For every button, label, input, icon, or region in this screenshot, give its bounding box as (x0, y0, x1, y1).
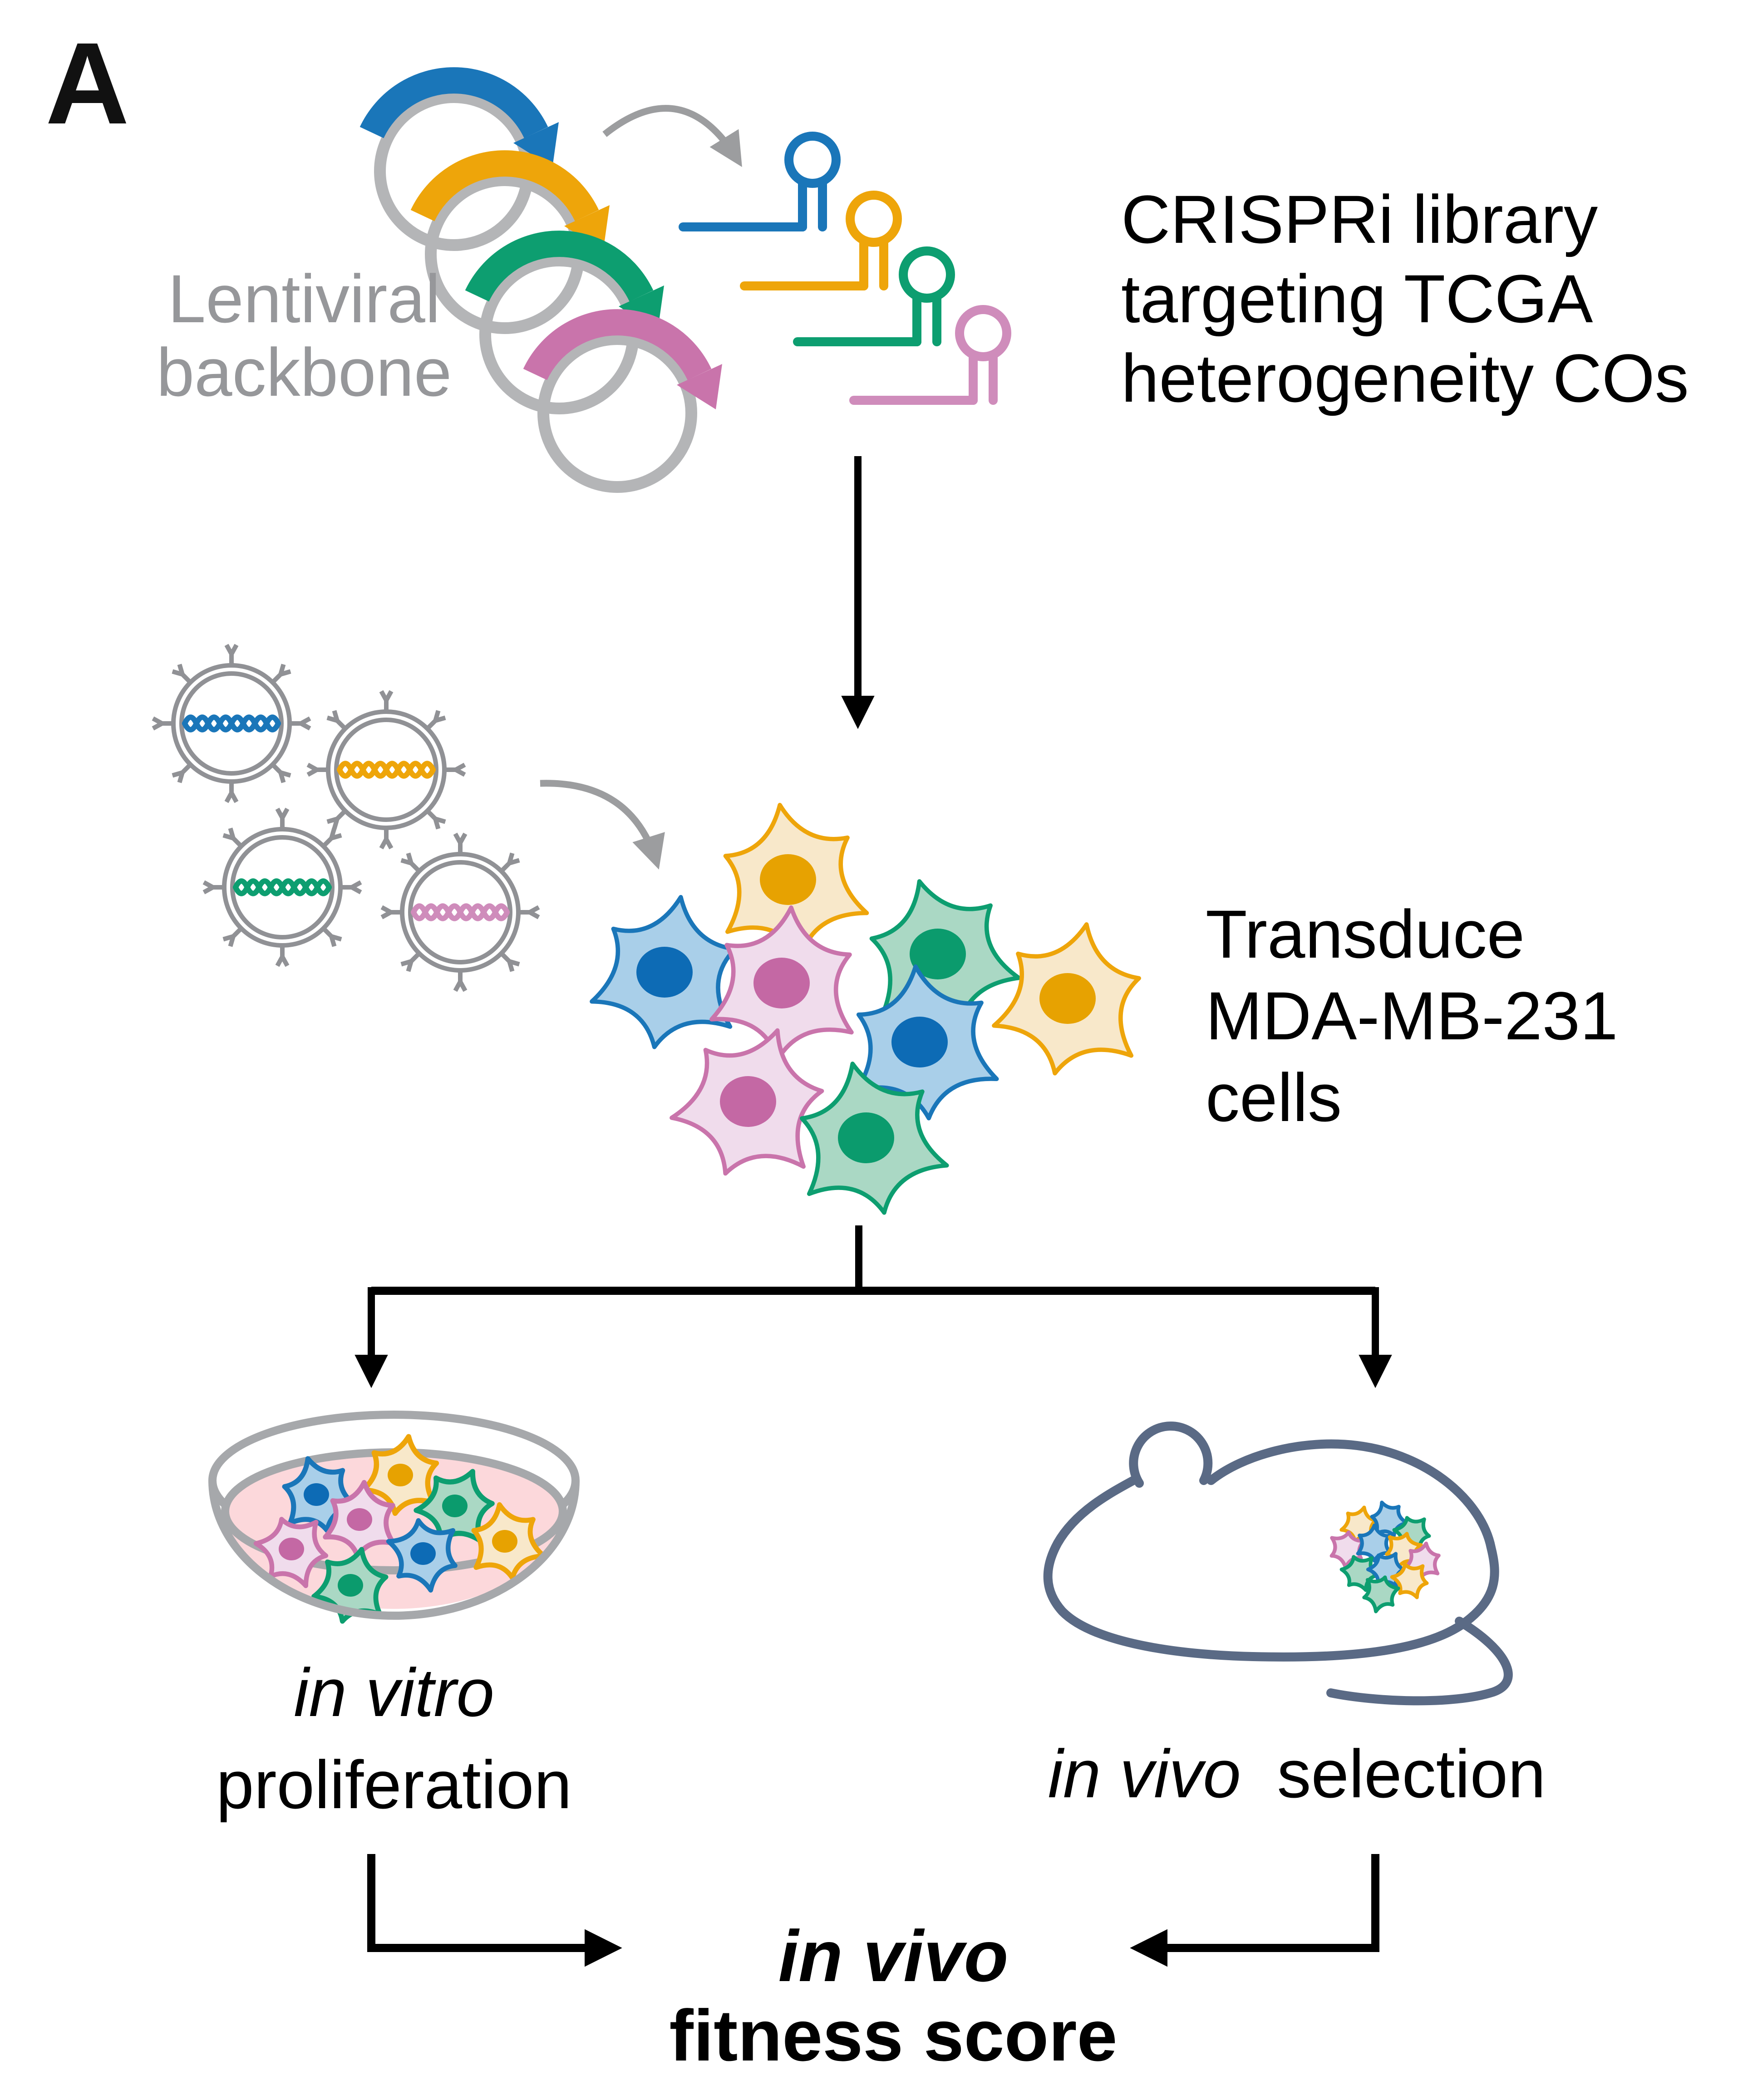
sgrna-hairpin-green-icon (798, 251, 950, 342)
in-vivo-selection-label: in vivo selection (1048, 1736, 1546, 1812)
nucleus-icon (760, 854, 816, 905)
nucleus-icon (720, 1076, 776, 1127)
lentivirus-pool-icon (153, 645, 539, 991)
in-vitro-label: in vitro (294, 1654, 494, 1731)
crispri-library-label: CRISPRi library (1121, 181, 1598, 257)
lentivirus-pink-icon (382, 834, 539, 991)
fitness-score-label: fitness score (669, 1995, 1117, 2076)
lentivirus-green-icon (204, 809, 361, 966)
in-vitro-label: proliferation (216, 1746, 572, 1823)
petri-dish-icon (208, 1411, 580, 1630)
crispri-library-label: targeting TCGA (1121, 261, 1593, 337)
arrow-merge-left (367, 1854, 622, 1967)
nucleus-icon (636, 947, 693, 998)
lentiviral-backbone-label: Lentiviral (168, 261, 440, 337)
arrow-cloning-curved-icon (602, 105, 742, 167)
lentiviral-backbone-label: backbone (157, 334, 452, 410)
nucleus-icon (891, 1017, 948, 1067)
nucleus-icon (1039, 973, 1096, 1024)
sgrna-hairpins-icon (683, 136, 1007, 400)
plasmid-library-icon (372, 80, 722, 493)
sgrna-hairpin-pink-icon (854, 310, 1007, 400)
petri-cells-icon (246, 1431, 547, 1630)
plasmid-circle-icon (537, 333, 697, 493)
sgrna-hairpin-blue-icon (683, 136, 836, 227)
lentivirus-orange-icon (308, 691, 465, 848)
fitness-score-label: in vivo (778, 1915, 1009, 1997)
panel-label: A (45, 19, 129, 148)
transduce-label: cells (1206, 1059, 1342, 1136)
nucleus-icon (910, 929, 966, 979)
transduce-label: MDA-MB-231 (1206, 978, 1618, 1054)
nucleus-icon (838, 1112, 894, 1163)
lentivirus-blue-icon (153, 645, 310, 802)
arrow-transduction-curved-icon (540, 780, 665, 870)
mouse-ear-icon (1129, 1421, 1213, 1488)
arrow-merge-right (1130, 1854, 1379, 1967)
crispri-library-label: heterogeneity COs (1121, 340, 1689, 416)
mouse-tail-icon (1326, 1617, 1513, 1706)
nucleus-icon (753, 958, 810, 1008)
mouse-icon (1043, 1421, 1513, 1706)
branch-connector (355, 1225, 1392, 1388)
transduce-label: Transduce (1206, 896, 1525, 972)
cell-pool-icon (586, 795, 1156, 1227)
